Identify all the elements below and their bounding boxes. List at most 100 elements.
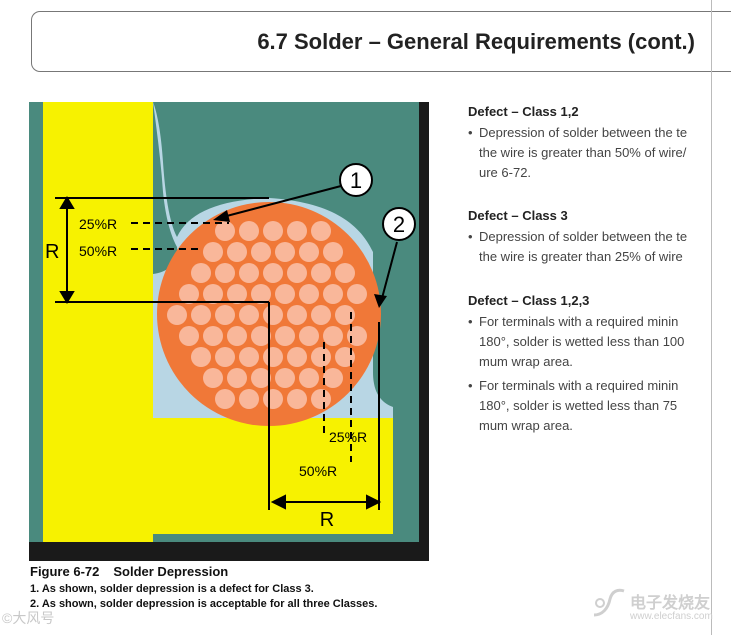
wire-strand: [335, 263, 355, 283]
wire-strands: [167, 221, 367, 409]
wire-strand: [275, 368, 295, 388]
wire-strand: [179, 284, 199, 304]
callout-1-circle: [339, 163, 373, 197]
wire-strand: [191, 263, 211, 283]
wire-strand: [287, 389, 307, 409]
wire-strand: [227, 326, 247, 346]
wire-strand: [215, 263, 235, 283]
wire-strand: [275, 326, 295, 346]
wire-strand: [347, 284, 367, 304]
wire-strand: [287, 305, 307, 325]
wire-strand: [311, 263, 331, 283]
wire-strand: [215, 389, 235, 409]
defect-heading: Defect – Class 3: [468, 208, 568, 223]
wire-strand: [227, 242, 247, 262]
r-bottom-label: R: [320, 509, 334, 531]
wire-strand: [275, 242, 295, 262]
wire-strand: [287, 221, 307, 241]
watermark-logo: 电子发烧友 www.elecfans.com: [588, 585, 718, 625]
right-border: [419, 102, 429, 561]
wire-strand: [311, 347, 331, 367]
wire-strand: [287, 263, 307, 283]
watermark-url: www.elecfans.com: [630, 611, 713, 622]
wire-strand: [287, 347, 307, 367]
defect-section: Defect – Class 1,2,3 • For terminals wit…: [468, 293, 712, 436]
wire-strand: [179, 326, 199, 346]
callout-2-label: 2: [393, 212, 405, 237]
wire-strand: [299, 326, 319, 346]
wire-strand: [263, 347, 283, 367]
dimension-lines: [55, 196, 382, 510]
wire-strand: [239, 263, 259, 283]
watermark-left: ©大风号: [2, 610, 55, 626]
wire-strand: [215, 347, 235, 367]
wire-strand: [251, 326, 271, 346]
wire-strand: [299, 368, 319, 388]
wire-strand: [251, 242, 271, 262]
pct25-left-label: 25%R: [79, 216, 117, 232]
defect-section: Defect – Class 3 • Depression of solder …: [468, 208, 712, 267]
callout-2-circle: [382, 207, 416, 241]
wire-strand: [239, 305, 259, 325]
wire-strand: [215, 221, 235, 241]
wire-strand: [215, 305, 235, 325]
wire-strand: [311, 389, 331, 409]
wire-strand: [203, 242, 223, 262]
wire-strand: [311, 305, 331, 325]
wire-strand: [263, 389, 283, 409]
wire-strand: [299, 284, 319, 304]
wire-strand: [239, 347, 259, 367]
wire-strand: [263, 221, 283, 241]
wire-strand: [167, 305, 187, 325]
wire-strand: [323, 368, 343, 388]
section-header: 6.7 Solder – General Requirements (cont.…: [31, 11, 731, 72]
wire-strand: [239, 221, 259, 241]
wire-strand: [203, 284, 223, 304]
figure-title: Solder Depression: [113, 564, 229, 579]
wire-strand: [299, 242, 319, 262]
dashed-lines: [131, 222, 352, 462]
defect-bullet: • For terminals with a required minin 18…: [468, 378, 679, 433]
wire-strand: [323, 284, 343, 304]
solder-depression-gap: [153, 102, 178, 274]
wire-strand: [263, 263, 283, 283]
wire-strand: [323, 242, 343, 262]
defect-bullet: • Depression of solder between the te th…: [468, 229, 688, 264]
callout-1-label: 1: [350, 168, 362, 193]
wire-strand: [203, 326, 223, 346]
pct25-bottom-label: 25%R: [329, 429, 367, 445]
elecfans-logo-icon: [593, 588, 625, 617]
wire-strand: [251, 368, 271, 388]
wire-strand: [227, 368, 247, 388]
defect-criteria: Defect – Class 1,2 • Depression of solde…: [468, 102, 712, 462]
wire-strand: [275, 284, 295, 304]
watermark-text: 电子发烧友: [630, 595, 711, 612]
wire-strand: [239, 389, 259, 409]
r-left-label: R: [45, 241, 59, 263]
figure-caption: Figure 6-72 Solder Depression: [30, 564, 228, 579]
defect-bullet: • For terminals with a required minin 18…: [468, 314, 685, 369]
terminal-post-left: [43, 102, 153, 542]
bottom-border: [29, 542, 429, 561]
wire-strand: [263, 305, 283, 325]
defect-bullet: • Depression of solder between the te th…: [468, 125, 688, 180]
wire-strand: [191, 347, 211, 367]
figure-note: 1. As shown, solder depression is a defe…: [30, 583, 314, 595]
terminal-base: [153, 418, 393, 534]
wire-strand: [251, 284, 271, 304]
page-edge-rule: [711, 0, 712, 635]
wire-strand: [203, 368, 223, 388]
figure-number: Figure 6-72: [30, 564, 100, 579]
page-title: 6.7 Solder – General Requirements (cont.…: [257, 29, 695, 54]
figure-note: 2. As shown, solder depression is accept…: [30, 598, 378, 610]
wire-strand: [311, 221, 331, 241]
wire-strand: [335, 305, 355, 325]
defect-heading: Defect – Class 1,2: [468, 104, 579, 119]
wire-strand: [191, 305, 211, 325]
defect-section: Defect – Class 1,2 • Depression of solde…: [468, 104, 712, 183]
pct50-left-label: 50%R: [79, 243, 117, 259]
solder-depression-figure: 1 2 R 25%R 50%R 25%R 50%R R: [29, 102, 429, 561]
wire-strand: [323, 326, 343, 346]
defect-heading: Defect – Class 1,2,3: [468, 293, 590, 308]
pct50-bottom-label: 50%R: [299, 463, 337, 479]
